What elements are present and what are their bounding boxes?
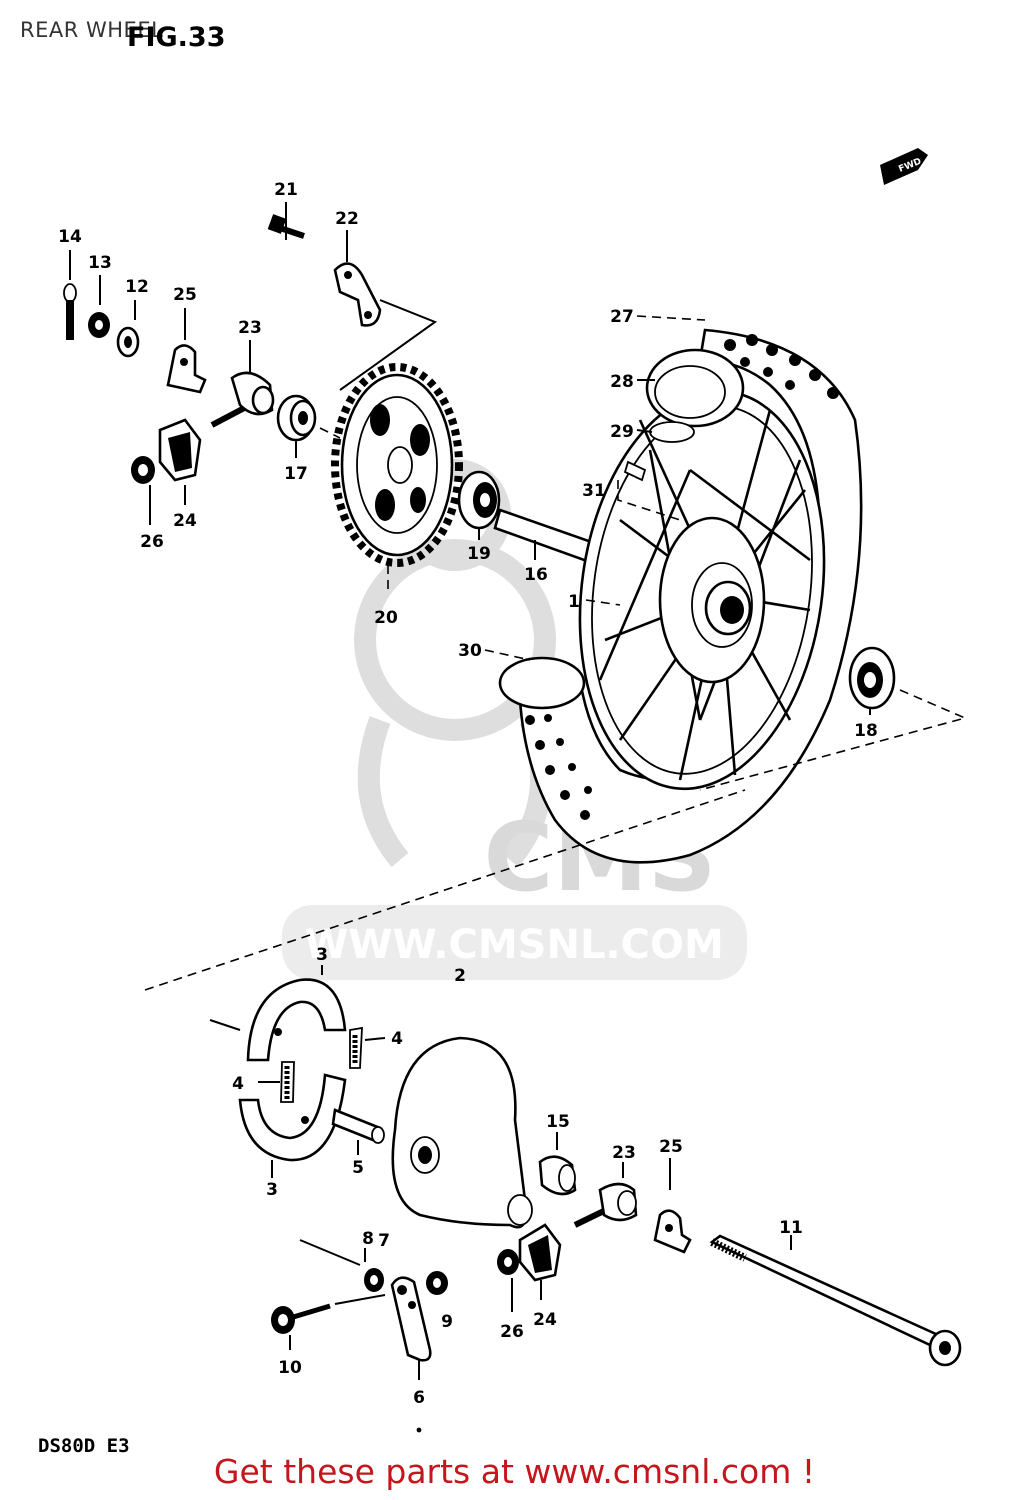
part-30-tyre	[498, 656, 586, 710]
callout-13: 13	[88, 253, 112, 273]
forward-arrow-icon: FWD	[880, 148, 928, 185]
callout-6: 6	[413, 1388, 425, 1408]
part-1-wheel-assembly	[484, 315, 863, 864]
model-code: DS80D E3	[38, 1435, 130, 1457]
callout-16: 16	[524, 565, 548, 585]
callout-9: 9	[441, 1312, 453, 1332]
axle-centreline	[144, 789, 746, 991]
part-26-nut	[131, 456, 155, 525]
callout-23: 23	[238, 318, 262, 338]
part-10-bolt	[271, 1294, 386, 1350]
callout-26-lower: 26	[500, 1322, 524, 1342]
part-14-bolt	[63, 250, 77, 340]
callout-15: 15	[546, 1112, 570, 1132]
part-6-brake-arm	[390, 1276, 432, 1380]
part-26-nut-lower	[497, 1249, 519, 1312]
page-title: REAR WHEEL	[20, 18, 164, 42]
part-22-lock-washer	[333, 230, 438, 391]
callout-4-left: 4	[232, 1074, 244, 1094]
callout-29: 29	[610, 422, 634, 442]
part-13-nut	[88, 275, 110, 338]
callout-28: 28	[610, 372, 634, 392]
callout-19: 19	[467, 544, 491, 564]
callout-24-lower: 24	[533, 1310, 557, 1330]
part-29-rim-band	[649, 421, 695, 443]
callout-5: 5	[352, 1158, 364, 1178]
part-15-spacer	[538, 1132, 577, 1196]
part-18-bearing	[699, 646, 968, 791]
callout-3-upper: 3	[316, 945, 328, 965]
callout-7: 7	[378, 1231, 390, 1251]
callout-3-lower: 3	[266, 1180, 278, 1200]
callout-10: 10	[278, 1358, 302, 1378]
callout-4-right: 4	[391, 1029, 403, 1049]
part-23-adjuster-lower	[573, 1162, 638, 1228]
part-25-bracket-lower	[653, 1158, 692, 1254]
callout-17: 17	[284, 464, 308, 484]
footer-parts-link[interactable]: Get these parts at www.cmsnl.com !	[213, 1452, 816, 1491]
callout-labels: 14 13 12 25 23 21 22 17 24 26 19 16 20 2…	[58, 180, 878, 1408]
callout-14: 14	[58, 227, 82, 247]
figure-number: FIG.33	[127, 22, 226, 53]
part-11-axle	[709, 1234, 962, 1367]
callout-1: 1	[568, 592, 580, 612]
watermark-url: WWW.CMSNL.COM	[304, 922, 724, 968]
callout-24: 24	[173, 511, 197, 531]
part-8-washer	[299, 1239, 384, 1292]
callout-11: 11	[779, 1218, 803, 1238]
callout-18: 18	[854, 721, 878, 741]
part-25-bracket	[166, 308, 207, 394]
part-2-brake-panel	[391, 1036, 533, 1229]
part-23-adjuster	[210, 340, 275, 428]
callout-27: 27	[610, 307, 634, 327]
part-5-brake-cam	[331, 1108, 385, 1155]
callout-30: 30	[458, 641, 482, 661]
callout-25-lower: 25	[659, 1137, 683, 1157]
dot-marker	[416, 1427, 422, 1433]
callout-2: 2	[454, 966, 466, 986]
watermark-url-band	[282, 905, 747, 980]
callout-22: 22	[335, 209, 359, 229]
callout-8: 8	[362, 1229, 374, 1249]
part-24-adjuster-plate	[158, 418, 202, 505]
callout-26: 26	[140, 532, 164, 552]
callout-12: 12	[125, 277, 149, 297]
part-20-sprocket	[331, 363, 463, 595]
part-21-bolt	[267, 202, 305, 240]
callout-31: 31	[582, 481, 606, 501]
part-17-spacer	[276, 394, 341, 458]
callout-20: 20	[374, 608, 398, 628]
part-24-adjuster-plate-lower	[518, 1223, 562, 1300]
callout-21: 21	[274, 180, 298, 200]
callout-25: 25	[173, 285, 197, 305]
part-19-bearing	[457, 470, 501, 540]
callout-23-lower: 23	[612, 1143, 636, 1163]
part-3-brake-shoe-upper	[209, 965, 347, 1062]
part-31-valve	[623, 460, 647, 482]
part-12-washer	[116, 300, 140, 358]
part-3-brake-shoe-lower	[238, 1073, 347, 1178]
part-9-nut	[426, 1271, 448, 1295]
part-4-spring	[258, 1026, 386, 1103]
